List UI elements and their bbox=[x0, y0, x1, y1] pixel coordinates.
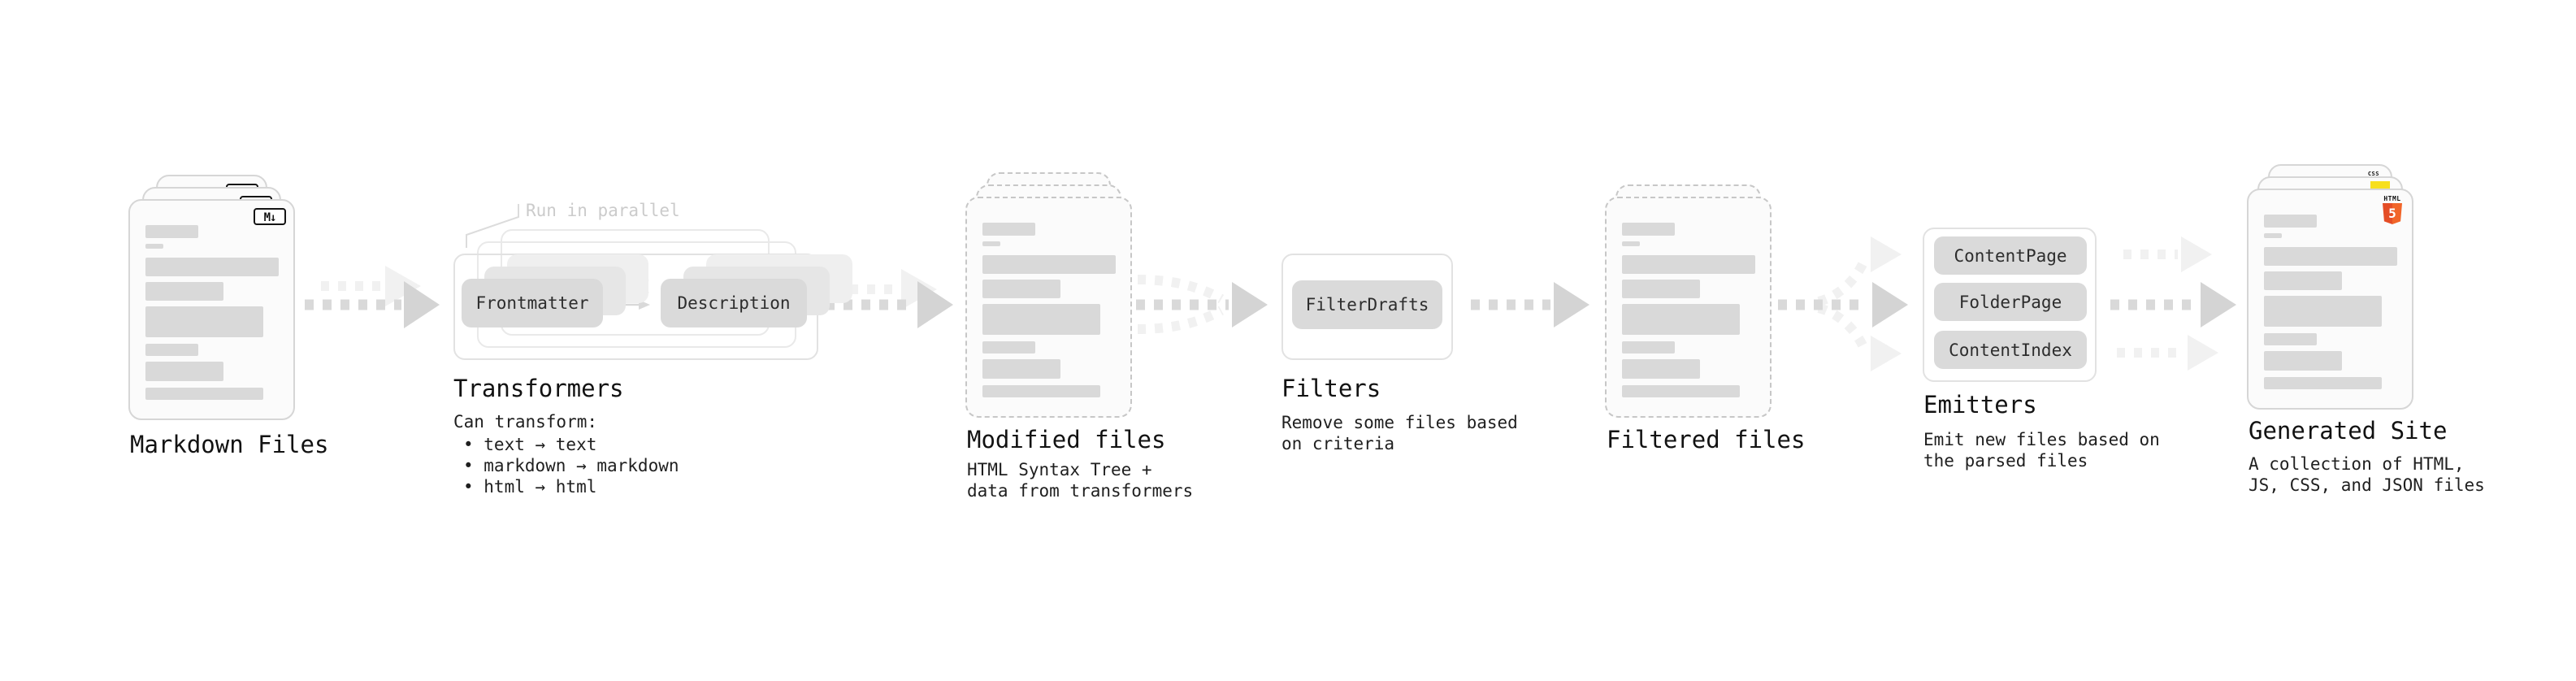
filter-pill-filterdrafts: FilterDrafts bbox=[1292, 280, 1442, 329]
generated-caption-line1: A collection of HTML, bbox=[2249, 454, 2465, 474]
arrow-markdown-to-transformers bbox=[305, 266, 440, 328]
skeleton-line bbox=[1622, 241, 1640, 246]
emitter-pill-contentpage: ContentPage bbox=[1934, 236, 2087, 275]
skeleton-line bbox=[145, 344, 198, 356]
stage-title-generated-site: Generated Site bbox=[2249, 417, 2448, 445]
skeleton-line bbox=[982, 223, 1035, 236]
skeleton-line bbox=[982, 280, 1060, 298]
skeleton-line bbox=[982, 385, 1100, 397]
filters-caption-line2: on criteria bbox=[1281, 434, 1395, 453]
skeleton-line bbox=[2264, 271, 2342, 290]
skeleton-line bbox=[1622, 359, 1700, 379]
skeleton-line bbox=[145, 244, 163, 249]
skeleton-line bbox=[1622, 341, 1675, 354]
stage-title-filters: Filters bbox=[1281, 375, 1381, 402]
skeleton-line bbox=[145, 258, 279, 276]
emitters-box bbox=[1923, 228, 2097, 382]
skeleton-line bbox=[982, 241, 1000, 246]
modified-caption-line1: HTML Syntax Tree + bbox=[967, 460, 1152, 479]
transformers-bullet: • markdown → markdown bbox=[463, 456, 679, 475]
transformers-bullet: • html → html bbox=[463, 477, 597, 497]
transformers-caption: Can transform: bbox=[453, 412, 598, 432]
stage-title-transformers: Transformers bbox=[453, 375, 624, 402]
markdown-icon: M↓ bbox=[254, 208, 286, 225]
skeleton-line bbox=[145, 225, 198, 238]
skeleton-line bbox=[1622, 385, 1740, 397]
arrow-emitters-to-generated bbox=[2110, 236, 2236, 371]
emitter-pill-folderpage: FolderPage bbox=[1934, 283, 2087, 321]
emitters-caption-line1: Emit new files based on bbox=[1923, 430, 2160, 449]
filtered-file-card-front bbox=[1605, 197, 1772, 418]
skeleton-line bbox=[145, 282, 223, 301]
stage-title-modified-files: Modified files bbox=[967, 426, 1166, 453]
transformers-bullet: • text → text bbox=[463, 435, 597, 454]
parallel-note: Run in parallel bbox=[526, 201, 680, 220]
transformer-pill-frontmatter: Frontmatter bbox=[462, 279, 603, 327]
parallel-note-leader-line bbox=[466, 204, 519, 248]
skeleton-line bbox=[1622, 304, 1740, 335]
arrow-transformers-to-modified bbox=[826, 269, 953, 328]
arrow-filters-to-filtered bbox=[1471, 282, 1589, 327]
skeleton-line bbox=[2264, 233, 2282, 238]
skeleton-line bbox=[982, 304, 1100, 335]
filters-caption-line1: Remove some files based bbox=[1281, 413, 1518, 432]
modified-file-card-front bbox=[965, 197, 1132, 418]
skeleton-line bbox=[1622, 223, 1675, 236]
skeleton-line bbox=[2264, 247, 2397, 266]
filters-box bbox=[1281, 254, 1453, 360]
skeleton-line bbox=[2264, 296, 2382, 327]
skeleton-line bbox=[2264, 215, 2317, 228]
html5-icon: HTML 5 bbox=[2382, 195, 2403, 224]
emitter-pill-contentindex: ContentIndex bbox=[1934, 331, 2087, 369]
skeleton-line bbox=[145, 388, 263, 400]
transformer-pill-description: Description bbox=[661, 279, 807, 327]
skeleton-line bbox=[2264, 351, 2342, 371]
skeleton-line bbox=[2264, 377, 2382, 389]
emitters-caption-line2: the parsed files bbox=[1923, 451, 2088, 471]
skeleton-line bbox=[2264, 333, 2317, 345]
modified-caption-line2: data from transformers bbox=[967, 481, 1194, 501]
skeleton-line bbox=[982, 359, 1060, 379]
generated-caption-line2: JS, CSS, and JSON files bbox=[2249, 475, 2485, 495]
skeleton-line bbox=[982, 341, 1035, 354]
generated-file-card-html: HTML 5 bbox=[2247, 189, 2413, 410]
arrow-filtered-to-emitters bbox=[1778, 236, 1908, 371]
skeleton-line bbox=[145, 306, 263, 337]
skeleton-line bbox=[982, 255, 1116, 274]
stage-title-filtered-files: Filtered files bbox=[1607, 426, 1806, 453]
skeleton-line bbox=[1622, 255, 1755, 274]
stage-title-emitters: Emitters bbox=[1923, 391, 2037, 419]
arrow-modified-to-filters bbox=[1136, 275, 1268, 334]
skeleton-line bbox=[1622, 280, 1700, 298]
skeleton-line bbox=[145, 362, 223, 381]
markdown-file-card-front: M↓ bbox=[128, 199, 295, 420]
stage-title-markdown-files: Markdown Files bbox=[130, 431, 329, 458]
